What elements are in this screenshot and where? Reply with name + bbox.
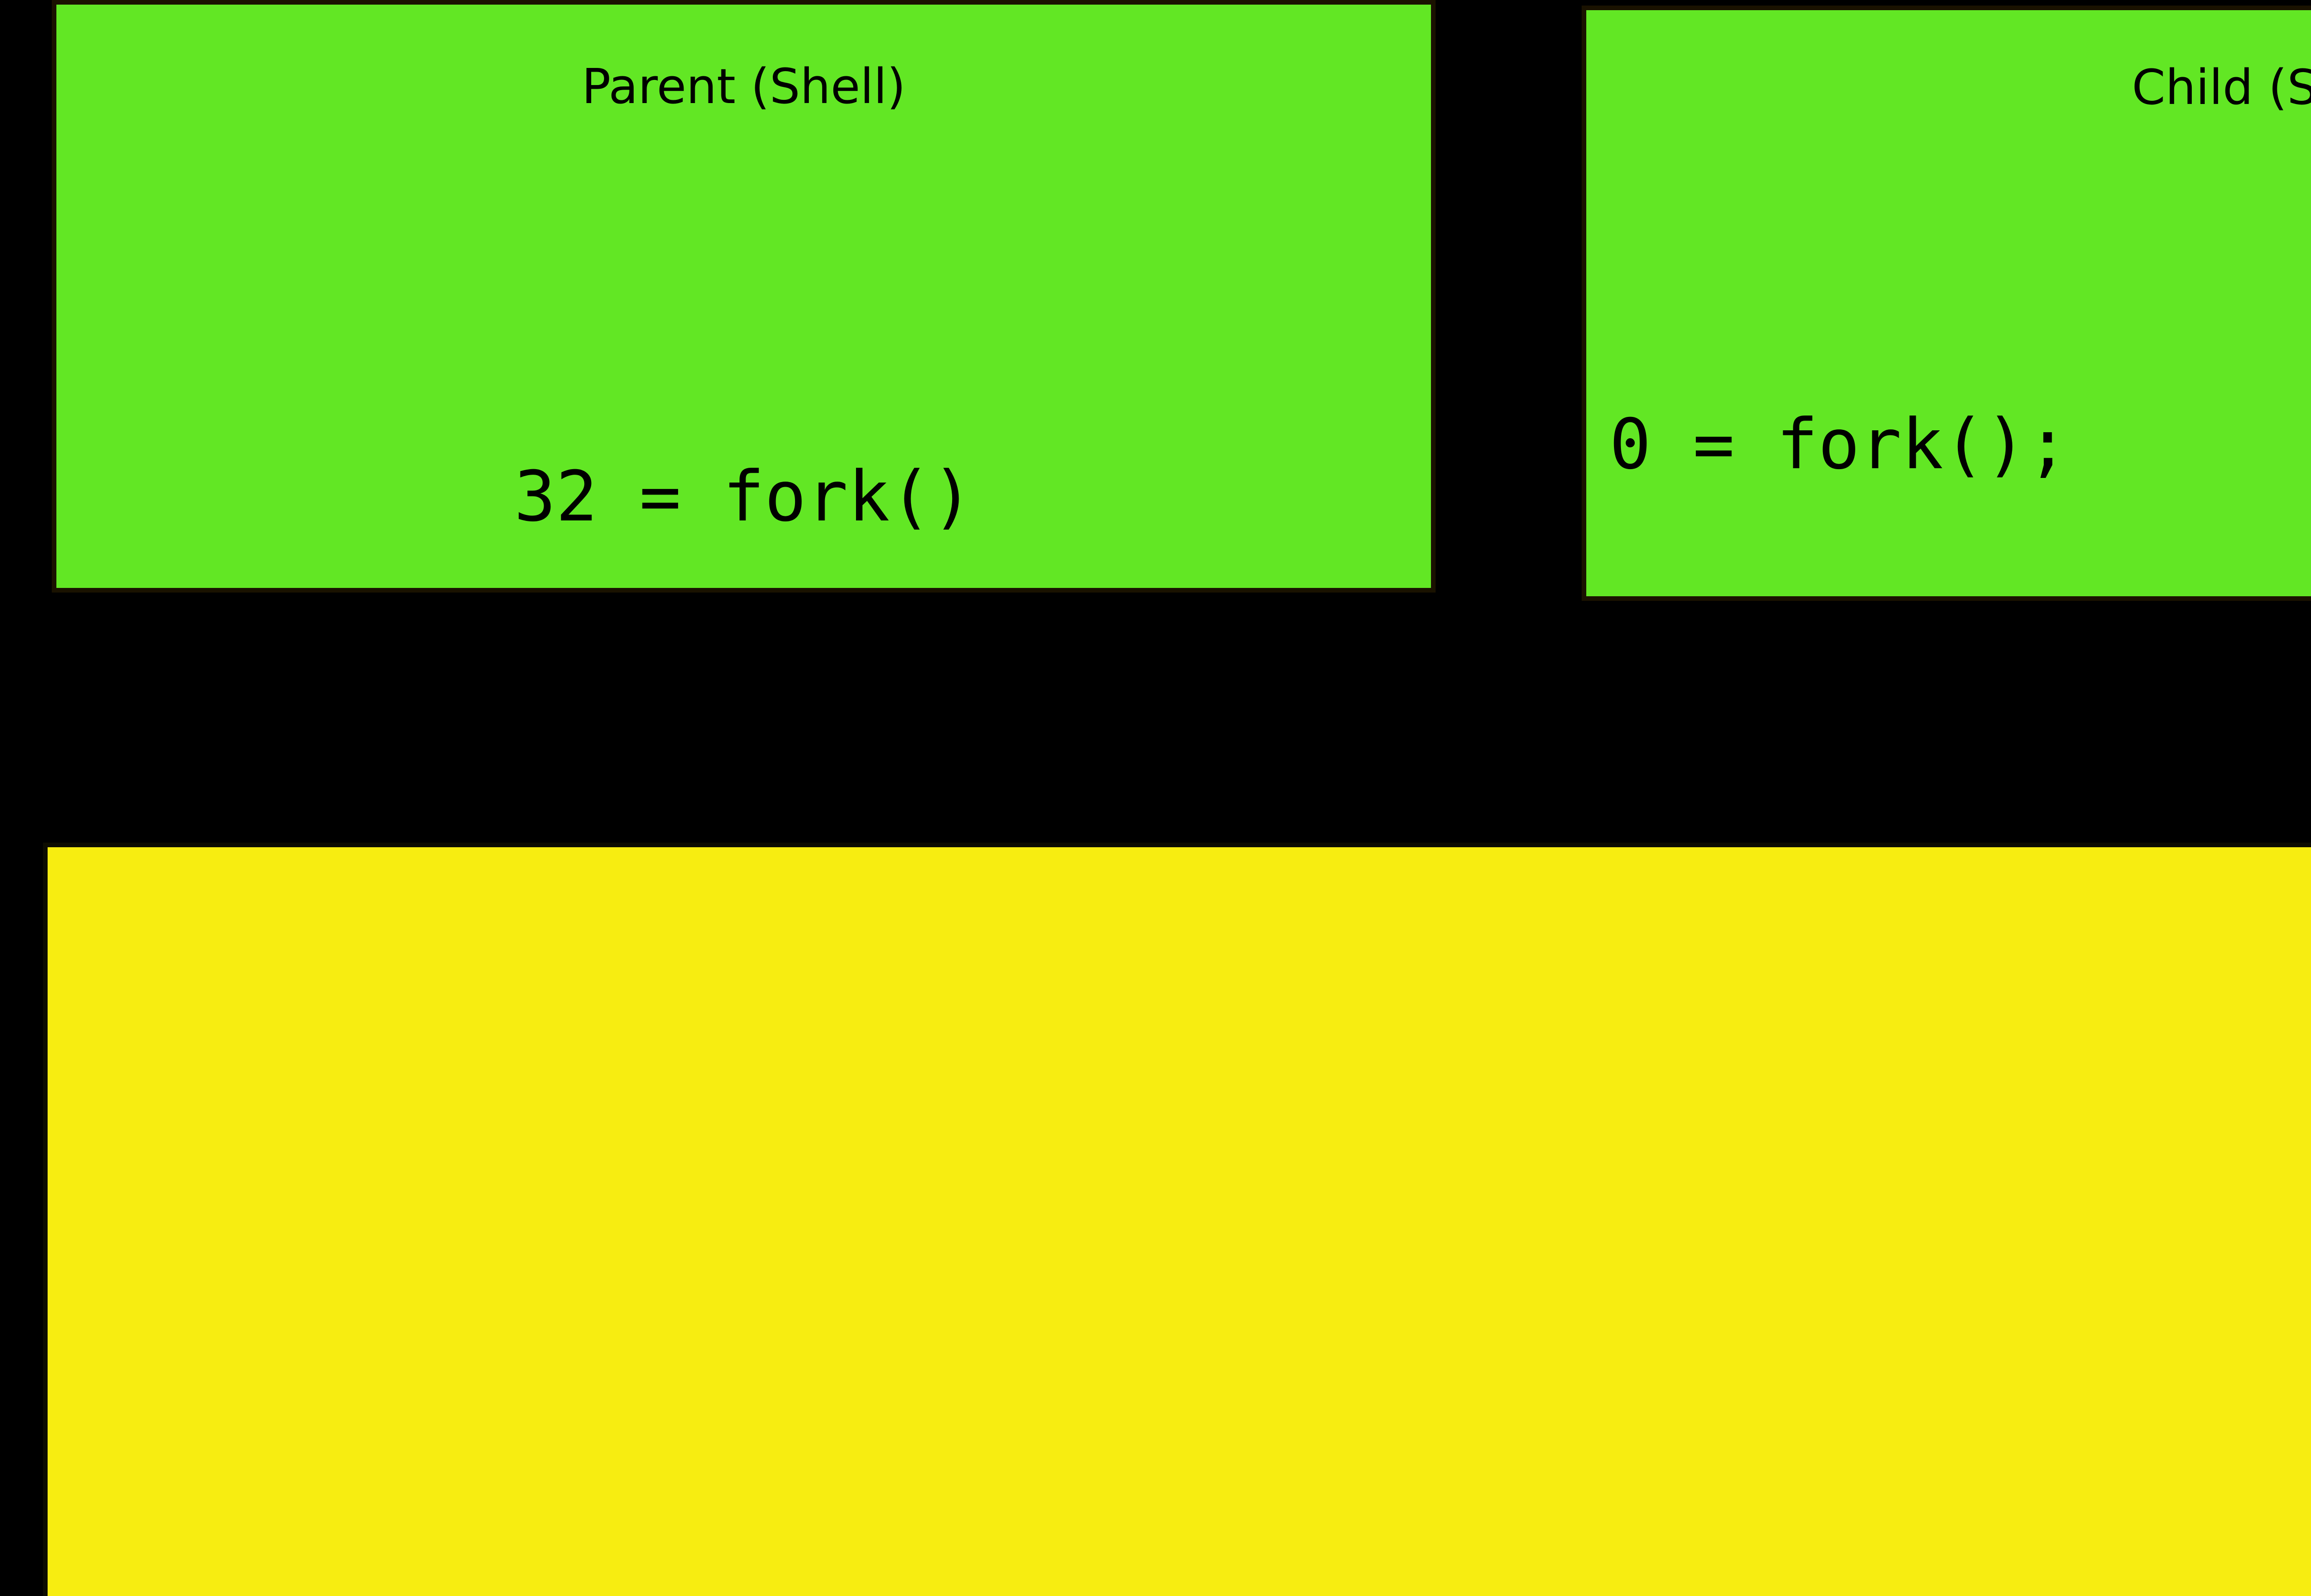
kernel-box: Kernel	[43, 731, 2311, 1596]
child-process-box: Child (Shell) 0 = fork(); exec("/bin/wc"…	[1582, 6, 2311, 751]
parent-process-box: Parent (Shell) 32 = fork()	[52, 0, 1436, 593]
parent-process-code: 32 = fork()	[56, 275, 1431, 719]
child-process-title: Child (Shell)	[2132, 59, 2311, 116]
kernel-label: Kernel	[72, 729, 223, 786]
parent-code-line-1: 32 = fork()	[514, 457, 973, 537]
child-process-code: 0 = fork(); exec("/bin/wc", argv);	[1609, 223, 2311, 933]
child-code-line-1: 0 = fork();	[1609, 404, 2069, 485]
child-code-line-2: exec("/bin/wc", argv);	[1609, 671, 2311, 751]
parent-process-title: Parent (Shell)	[581, 58, 906, 115]
